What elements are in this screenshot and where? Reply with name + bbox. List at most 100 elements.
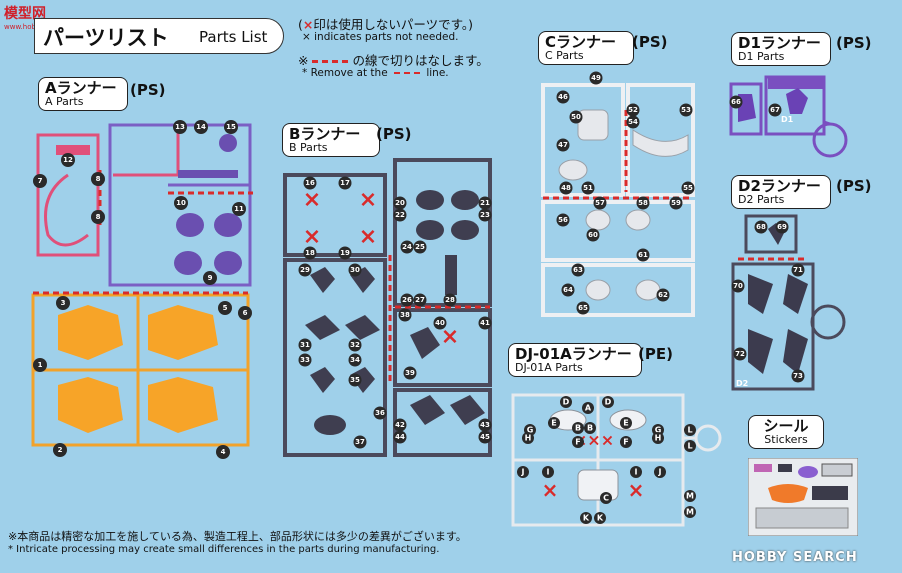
part-number: L [687, 442, 692, 451]
part-number: 46 [558, 93, 568, 101]
runner-d1-diagram: D1 66 67 [726, 72, 856, 162]
runner-d2-title: D2ランナー [738, 178, 824, 194]
runner-d2-diagram: D2 686970717273 [728, 214, 856, 394]
hobby-search-text: HOBBY SEARCH [732, 550, 858, 565]
runner-a-type: (PS) [130, 81, 166, 99]
part-number: 22 [395, 211, 405, 219]
part-number: 27 [415, 296, 425, 304]
part-number: 59 [671, 199, 681, 207]
part-number: J [658, 468, 662, 477]
page-title-en: Parts List [199, 28, 267, 46]
part-number: 25 [415, 243, 425, 251]
part-number: 11 [234, 205, 244, 213]
part-number: 3 [61, 299, 66, 307]
runner-d1-type: (PS) [836, 34, 872, 52]
part-number: 49 [591, 74, 601, 82]
part-number: 6 [243, 309, 248, 317]
part-number: 30 [350, 266, 360, 274]
part-number: 17 [340, 179, 350, 187]
svg-text:×: × [303, 225, 321, 250]
part-number: 69 [777, 223, 787, 231]
part-number: 44 [395, 433, 405, 441]
runner-b-title: Bランナー [289, 126, 373, 142]
part-number: 71 [793, 266, 803, 274]
hobby-search-logo: HOBBY SEARCH [732, 546, 858, 565]
part-number: L [687, 426, 692, 435]
part-number: I [547, 468, 550, 477]
svg-text:D1: D1 [781, 115, 794, 124]
part-number: 19 [340, 249, 350, 257]
runner-b-header: Bランナー B Parts [282, 123, 380, 157]
svg-text:×: × [628, 478, 645, 502]
part-number: B [587, 424, 593, 433]
part-number: 62 [658, 291, 668, 299]
part-number: 37 [355, 438, 365, 446]
part-number: 33 [300, 356, 310, 364]
part-number: 2 [58, 446, 63, 454]
part-number: 7 [38, 177, 43, 185]
part-number: 16 [305, 179, 315, 187]
part-number: 61 [638, 251, 648, 259]
parts-list-header: パーツリスト Parts List [34, 18, 284, 54]
part-number: 67 [770, 106, 780, 114]
runner-d1-subtitle: D1 Parts [738, 51, 824, 63]
part-number: 60 [588, 231, 598, 239]
part-number: 9 [208, 274, 213, 282]
part-number: F [623, 438, 628, 447]
part-number: E [623, 419, 628, 428]
part-number: 10 [176, 199, 186, 207]
part-number: 70 [733, 282, 743, 290]
part-number: F [575, 438, 580, 447]
part-number: 12 [63, 156, 73, 164]
part-number: 26 [402, 296, 412, 304]
runner-dj-title: DJ-01Aランナー [515, 346, 635, 362]
part-number: 51 [583, 184, 593, 192]
runner-d2-parts [748, 223, 808, 374]
part-number: 28 [445, 296, 455, 304]
page-title-jp: パーツリスト [43, 22, 169, 52]
part-number: B [575, 424, 581, 433]
svg-text:×: × [542, 478, 559, 502]
part-number: 36 [375, 409, 385, 417]
part-number: 23 [480, 211, 490, 219]
x-note-jp: (×印は使用しないパーツです。) [298, 18, 528, 31]
cut-note-en: * Remove at the line. [302, 67, 528, 80]
part-number: 68 [756, 223, 766, 231]
x-note-en: × indicates parts not needed. [302, 31, 528, 44]
part-number: 45 [480, 433, 490, 441]
runner-c-subtitle: C Parts [545, 50, 627, 62]
part-number: 47 [558, 141, 568, 149]
footer-note-en: * Intricate processing may create small … [8, 543, 628, 556]
part-number: 38 [400, 311, 410, 319]
part-number: 64 [563, 286, 573, 294]
part-number: 52 [628, 106, 638, 114]
part-number: 41 [480, 319, 490, 327]
part-number: 55 [683, 184, 693, 192]
part-number: I [635, 468, 638, 477]
part-number: 50 [571, 113, 581, 121]
part-number: 5 [223, 304, 228, 312]
part-number: 34 [350, 356, 360, 364]
part-number: M [686, 508, 694, 517]
part-a-pink-block [56, 145, 90, 155]
part-number: 58 [638, 199, 648, 207]
runner-d2-subtitle: D2 Parts [738, 194, 824, 206]
runner-d2-header: D2ランナー D2 Parts [731, 175, 831, 209]
part-number: H [525, 434, 532, 443]
stickers-title: シール [755, 418, 817, 434]
footer-notes: ※本商品は精密な加工を施している為、製造工程上、部品形状には多少の差異がございま… [8, 530, 628, 556]
cut-line-icon-small [394, 72, 420, 74]
legend-notes: (×印は使用しないパーツです。) × indicates parts not n… [298, 18, 528, 80]
part-number: 48 [561, 184, 571, 192]
part-number: 66 [731, 98, 741, 106]
part-d1-label-block [768, 77, 824, 89]
part-number: C [603, 494, 609, 503]
part-number: 20 [395, 199, 405, 207]
runner-a-subtitle: A Parts [45, 96, 121, 108]
part-number: 29 [300, 266, 310, 274]
runner-d1-header: D1ランナー D1 Parts [731, 32, 831, 66]
part-number: 65 [578, 304, 588, 312]
runner-dj-header: DJ-01Aランナー DJ-01A Parts [508, 343, 642, 377]
